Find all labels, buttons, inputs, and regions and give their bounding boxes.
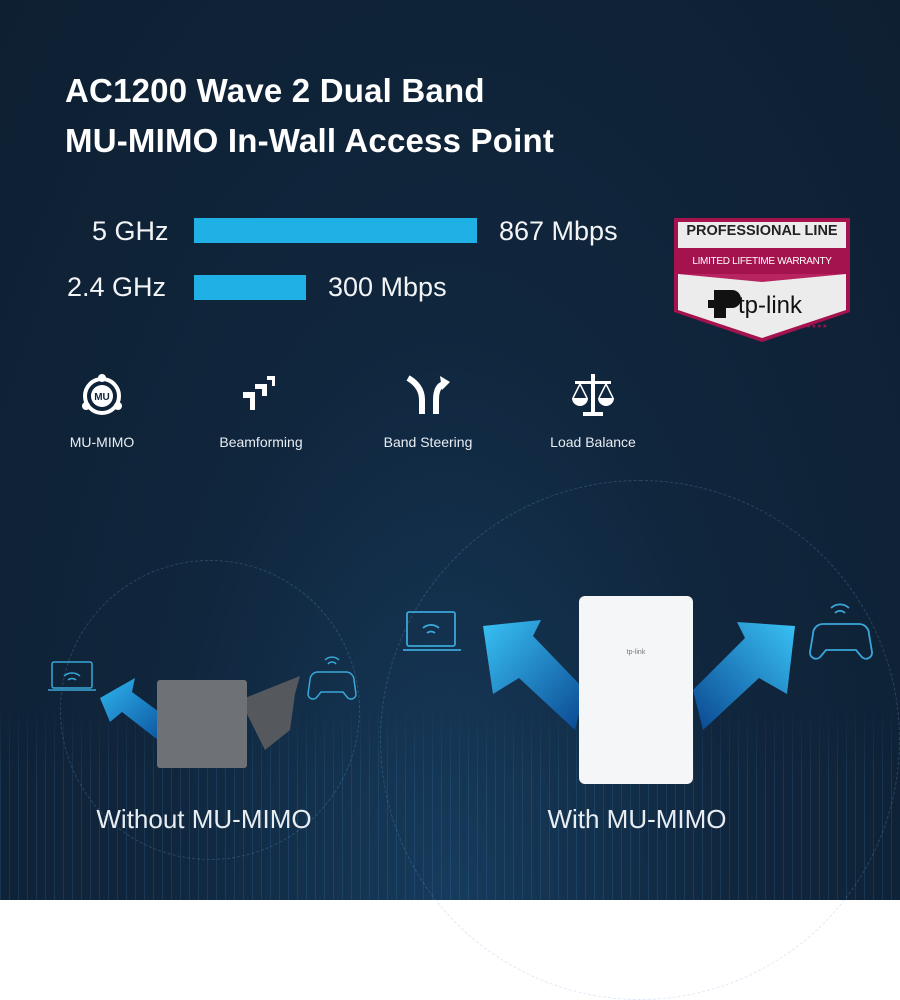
- basic-ap-device: [157, 680, 247, 768]
- feature-mu-mimo: MU MU-MIMO: [32, 372, 172, 450]
- gamepad-icon: [307, 656, 357, 700]
- svg-text:tp-link: tp-link: [627, 649, 646, 656]
- mu-mimo-icon: MU: [82, 374, 122, 415]
- feature-label: Load Balance: [550, 434, 636, 450]
- feature-load-balance: Load Balance: [523, 372, 663, 450]
- svg-text:★★★★★: ★★★★★: [801, 323, 828, 330]
- band-steering-icon: [406, 375, 450, 414]
- caption-with-mu-mimo: With MU-MIMO: [547, 804, 727, 834]
- badge-heading: PROFESSIONAL LINE: [686, 223, 838, 239]
- laptop-icon: [403, 611, 461, 651]
- with-mu-mimo-illustration: tp-link: [403, 596, 873, 784]
- band-label-24ghz: 2.4 GHz: [67, 272, 167, 302]
- feature-label: Beamforming: [219, 434, 303, 450]
- speed-bar-24ghz: [194, 275, 306, 300]
- caption-without-mu-mimo: Without MU-MIMO: [96, 804, 312, 834]
- load-balance-icon: [572, 374, 614, 416]
- arrow-right: [693, 622, 795, 730]
- speed-value-24ghz: 300 Mbps: [328, 272, 447, 302]
- laptop-icon: [48, 661, 96, 691]
- gamepad-icon: [809, 603, 873, 660]
- badge-subheading: LIMITED LIFETIME WARRANTY: [692, 256, 832, 267]
- title-line-2: MU-MIMO In-Wall Access Point: [65, 122, 555, 159]
- speed-bar-5ghz: [194, 218, 477, 243]
- page-title: AC1200 Wave 2 Dual Band MU-MIMO In-Wall …: [65, 66, 554, 166]
- arrow-left: [483, 620, 585, 730]
- beamforming-icon: [243, 376, 275, 410]
- signal-arc-left: [60, 560, 360, 860]
- badge-brand-logo: tp-link: [738, 292, 803, 319]
- arrow-left: [100, 678, 170, 740]
- without-mu-mimo-illustration: [48, 656, 357, 768]
- speed-value-5ghz: 867 Mbps: [499, 216, 618, 246]
- feature-beamforming: Beamforming: [191, 372, 331, 450]
- feature-band-steering: Band Steering: [358, 372, 498, 450]
- professional-line-badge: ★★★★★ PROFESSIONAL LINE LIMITED LIFETIME…: [674, 218, 850, 342]
- arrow-right-gray: [240, 676, 300, 750]
- in-wall-access-point: [579, 596, 693, 784]
- feature-label: Band Steering: [383, 434, 473, 450]
- feature-label: MU-MIMO: [69, 434, 135, 450]
- title-line-1: AC1200 Wave 2 Dual Band: [65, 72, 485, 109]
- band-label-5ghz: 5 GHz: [92, 216, 169, 246]
- svg-text:MU: MU: [94, 392, 110, 403]
